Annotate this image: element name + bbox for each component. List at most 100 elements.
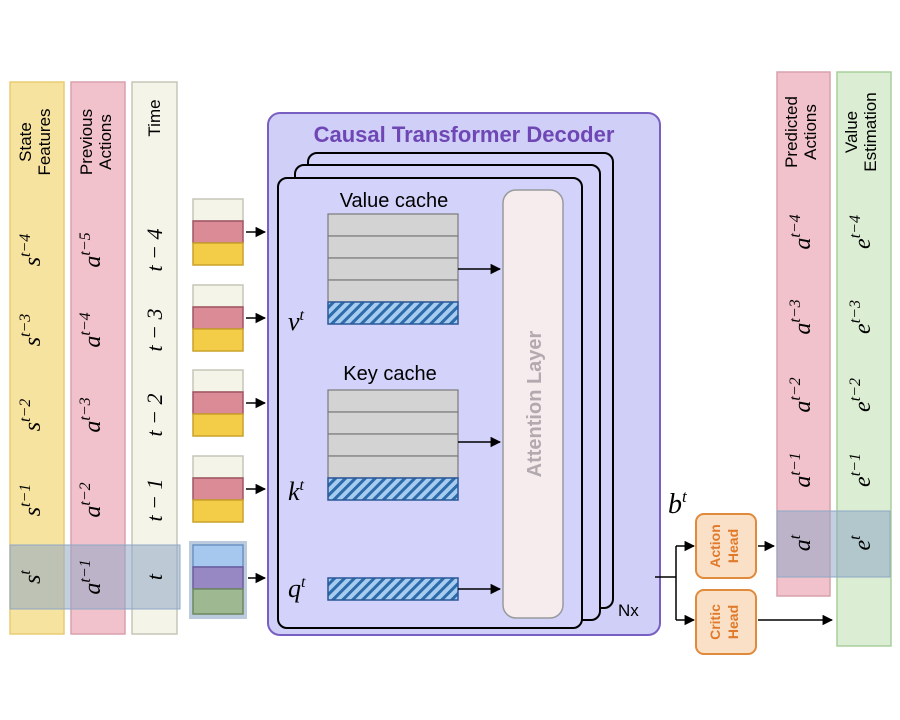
cache-row: [327, 455, 459, 479]
state-item-4: st: [17, 570, 46, 584]
left-column-items: st−4st−3st−2st−1at−5at−4at−3at−2t − 4t −…: [17, 229, 167, 522]
critic-head: Critic Head: [695, 589, 757, 655]
pred-item-0-base: a: [790, 238, 816, 250]
pred-item-4-base: a: [790, 539, 816, 551]
prev-item-2-base: a: [80, 421, 106, 433]
state-item-3: st−1: [17, 484, 46, 517]
token-stack-0: [192, 198, 267, 266]
time-token: [192, 369, 244, 393]
b-sup: t: [682, 487, 688, 506]
pred-item-4: at: [787, 534, 816, 551]
value-item-2-base: e: [850, 401, 876, 412]
nx-label: Nx: [618, 601, 639, 620]
value-title-2: Estimation: [861, 92, 880, 171]
cache-row: [327, 235, 459, 259]
state-token: [192, 242, 244, 266]
state-item-0-sup: t−4: [17, 234, 34, 257]
token-stack-2: [192, 369, 267, 437]
value-item-4: et: [847, 535, 876, 551]
prev-item-2: at−3: [77, 397, 106, 432]
attention-layer: [502, 189, 564, 619]
pred-title-2: Actions: [801, 104, 820, 160]
prev-item-0-sup: t−5: [77, 232, 94, 255]
cache-new-row: [327, 301, 459, 325]
pred-item-2-sup: t−2: [787, 377, 804, 400]
pred-item-0: at−4: [787, 214, 816, 249]
state-item-3-base: s: [20, 507, 46, 516]
value-item-1-sup: t−3: [847, 300, 864, 323]
time-token: [192, 284, 244, 308]
state-item-1-sup: t−3: [17, 314, 34, 337]
decoder-title: Causal Transformer Decoder: [314, 122, 615, 147]
time-token: [192, 544, 244, 568]
action-head-line1: Action: [707, 524, 723, 568]
action-token: [192, 391, 244, 415]
state-item-2-sup: t−2: [17, 399, 34, 422]
pred-item-2: at−2: [787, 377, 816, 412]
token-stack-1: [192, 284, 267, 352]
time-title: Time: [145, 99, 164, 136]
pred-item-4-sup: t: [787, 534, 804, 539]
state-item-4-sup: t: [17, 570, 34, 575]
value-item-3-base: e: [850, 476, 876, 487]
value-item-4-base: e: [850, 540, 876, 551]
pred-item-0-sup: t−4: [787, 214, 804, 237]
state-features-column: State Features: [9, 81, 65, 635]
cache-row: [327, 433, 459, 457]
value-cache-label: Value cache: [340, 190, 449, 212]
prev-item-1: at−4: [77, 312, 106, 347]
value-item-1-base: e: [850, 323, 876, 334]
prev-item-3: at−2: [77, 482, 106, 517]
k-sup: t: [300, 477, 305, 494]
attention-label: Attention Layer: [524, 330, 546, 477]
prev-item-4-base: a: [80, 583, 106, 595]
action-token: [192, 477, 244, 501]
time-item-0: t − 4: [142, 229, 167, 272]
time-item-4: t: [142, 573, 167, 580]
cache-row: [327, 411, 459, 435]
v-symbol: vt: [288, 307, 305, 336]
q-sup: t: [301, 574, 306, 591]
prev-item-0: at−5: [77, 232, 106, 267]
cache-row: [327, 389, 459, 413]
cache-new-row: [327, 477, 459, 501]
pred-item-1-base: a: [790, 323, 816, 335]
value-item-1: et−3: [847, 300, 876, 334]
right-column-items: at−4at−3at−2at−1et−4et−3et−2et−1: [787, 214, 876, 487]
k-symbol: kt: [288, 477, 305, 506]
prev-title-1: Previous: [77, 109, 96, 175]
k-base: k: [288, 477, 300, 506]
time-column: Time: [131, 81, 178, 635]
prev-item-4: at−1: [77, 559, 106, 594]
state-item-1: st−3: [17, 314, 46, 347]
state-token: [192, 413, 244, 437]
pred-item-3-base: a: [790, 476, 816, 488]
prev-item-2-sup: t−3: [77, 397, 94, 420]
critic-head-line2: Head: [725, 605, 741, 639]
cache-row: [327, 279, 459, 303]
state-item-2: st−2: [17, 399, 46, 432]
b-symbol: bt: [668, 487, 688, 520]
state-token: [192, 588, 244, 615]
v-base: v: [288, 307, 300, 336]
output-highlight: [776, 510, 891, 578]
value-cache: [327, 213, 459, 325]
branch-connector: [655, 540, 696, 626]
current-step-highlight: [9, 544, 181, 610]
query-vector: [327, 577, 459, 601]
q-symbol: qt: [288, 574, 306, 603]
state-item-0-base: s: [20, 257, 46, 266]
state-title-1: State: [16, 122, 35, 162]
token-stack-current: [189, 541, 267, 619]
state-item-0: st−4: [17, 234, 46, 267]
pred-item-3-sup: t−1: [787, 452, 804, 475]
key-cache: [327, 389, 459, 501]
time-item-3: t − 1: [142, 479, 167, 522]
state-item-2-base: s: [20, 422, 46, 431]
token-stack-3: [192, 455, 267, 523]
time-token: [192, 455, 244, 479]
value-item-3-sup: t−1: [847, 453, 864, 476]
value-item-0-base: e: [850, 238, 876, 249]
